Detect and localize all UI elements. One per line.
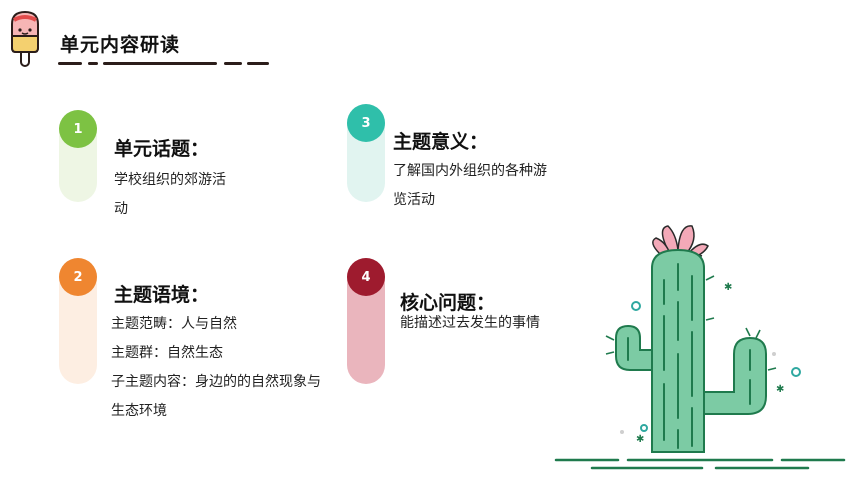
- svg-text:✱: ✱: [724, 282, 732, 293]
- text-line: 生态环境: [111, 403, 167, 419]
- number-badge: 2: [59, 258, 97, 296]
- text-line: 主题范畴：人与自然: [111, 316, 237, 332]
- svg-text:✱: ✱: [776, 384, 784, 395]
- page-title: 单元内容研读: [60, 34, 181, 56]
- title-underline-dash: [247, 62, 269, 65]
- title-underline-dash: [103, 62, 217, 65]
- block-text: 主题范畴：人与自然 主题群：自然生态 子主题内容：身边的的自然现象与 生态环境: [111, 310, 321, 426]
- svg-text:✱: ✱: [636, 434, 644, 445]
- block-title: 主题意义：: [393, 131, 489, 153]
- title-underline-dash: [224, 62, 242, 65]
- text-line: 览活动: [393, 192, 435, 208]
- title-underline-dash: [88, 62, 98, 65]
- number-badge: 4: [347, 258, 385, 296]
- text-line: 动: [114, 201, 128, 217]
- text-line: 能描述过去发生的事情: [400, 315, 540, 331]
- popsicle-icon: [11, 10, 39, 67]
- block-text: 学校组织的郊游活 动: [114, 166, 226, 224]
- title-underline-dash: [58, 62, 82, 65]
- number-badge: 1: [59, 110, 97, 148]
- text-line: 学校组织的郊游活: [114, 172, 226, 188]
- block-title: 核心问题：: [400, 292, 496, 314]
- block-title: 主题语境：: [114, 284, 210, 306]
- cactus-illustration: ✱ ✱ ✱: [554, 225, 846, 470]
- text-line: 子主题内容：身边的的自然现象与: [111, 374, 321, 390]
- block-title: 单元话题：: [114, 138, 210, 160]
- block-text: 能描述过去发生的事情: [400, 309, 540, 338]
- number-badge: 3: [347, 104, 385, 142]
- block-text: 了解国内外组织的各种游 览活动: [393, 157, 547, 215]
- text-line: 了解国内外组织的各种游: [393, 163, 547, 179]
- text-line: 主题群：自然生态: [111, 345, 223, 361]
